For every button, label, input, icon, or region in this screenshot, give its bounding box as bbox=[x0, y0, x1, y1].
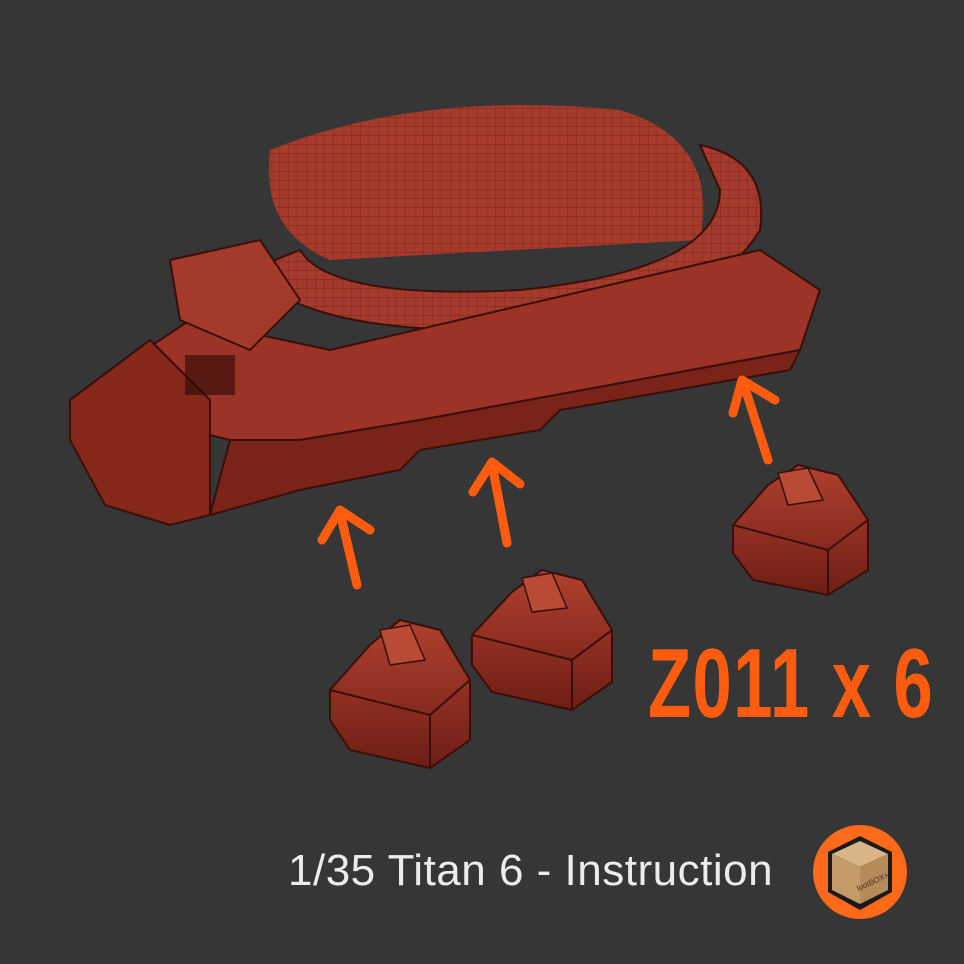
part-z011-2 bbox=[471, 568, 613, 712]
part-z011-1 bbox=[329, 618, 471, 770]
arrow-3 bbox=[728, 375, 780, 465]
arrow-1 bbox=[317, 505, 375, 590]
lootbox-logo: lootBOX+ bbox=[813, 825, 907, 919]
instruction-caption: 1/35 Titan 6 - Instruction bbox=[288, 846, 774, 895]
part-quantity-label: Z011 x 6 bbox=[648, 628, 935, 738]
arrow-2 bbox=[468, 457, 525, 548]
part-z011-3 bbox=[732, 463, 869, 597]
titan-base-assembly bbox=[67, 105, 822, 527]
